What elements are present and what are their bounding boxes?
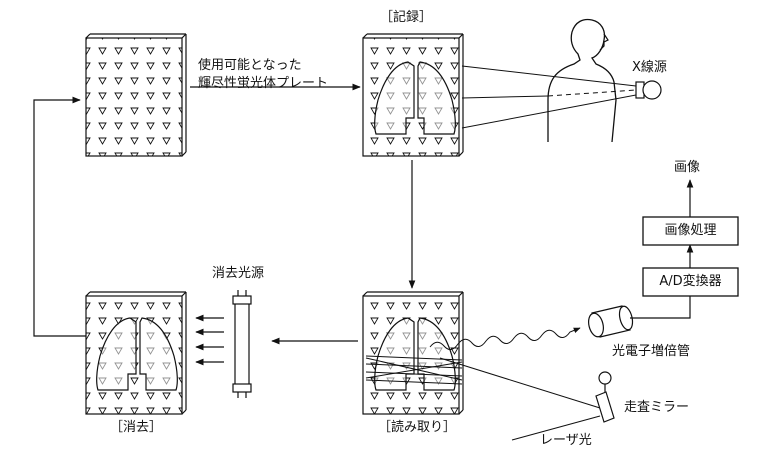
erase-lamp [232, 290, 252, 398]
image-label: 画像 [674, 160, 701, 175]
patient-silhouette [547, 18, 617, 143]
erase-light-arrows [195, 314, 224, 366]
xray-beams [461, 65, 637, 129]
emitted-light-wave [429, 327, 581, 350]
xray-source-device [635, 80, 662, 100]
signal-wire [630, 292, 691, 319]
scan-mirror [595, 371, 615, 423]
image-processing-box [642, 216, 739, 246]
erase-label: ［消去］ [110, 420, 163, 435]
image-processing-label: 画像処理 [664, 223, 717, 238]
record-plate [362, 33, 464, 157]
scan-mirror-label: 走査ミラー [624, 400, 690, 415]
patient-face [599, 33, 609, 51]
lung-left-shape [96, 317, 137, 391]
lung-left-shape [374, 61, 415, 135]
laser-beam-incoming [511, 415, 601, 441]
ad-converter-box [642, 267, 739, 297]
photomultiplier-tube [588, 305, 634, 338]
read-label: ［読み取り］ [378, 420, 457, 435]
scan-lines [365, 355, 463, 385]
ad-converter-label: A/D変換器 [659, 274, 722, 289]
xray-source-label: X線源 [632, 60, 667, 75]
read-plate [362, 291, 464, 415]
record-label: ［記録］ [380, 10, 433, 25]
lung-right-shape [417, 61, 456, 135]
laser-beam-to-plate [439, 357, 601, 409]
arrow-return-loop [33, 96, 86, 337]
lung-right-shape [139, 317, 178, 391]
usable-plate [85, 33, 187, 157]
photomultiplier-label: 光電子増倍管 [612, 344, 691, 359]
usable-plate-label-line2: 輝尽性蛍光体プレート [198, 76, 329, 91]
erase-plate [85, 291, 187, 415]
laser-light-label: レーザ光 [540, 433, 592, 448]
erase-light-source-label: 消去光源 [212, 266, 265, 281]
usable-plate-label-line1: 使用可能となった [198, 58, 302, 73]
